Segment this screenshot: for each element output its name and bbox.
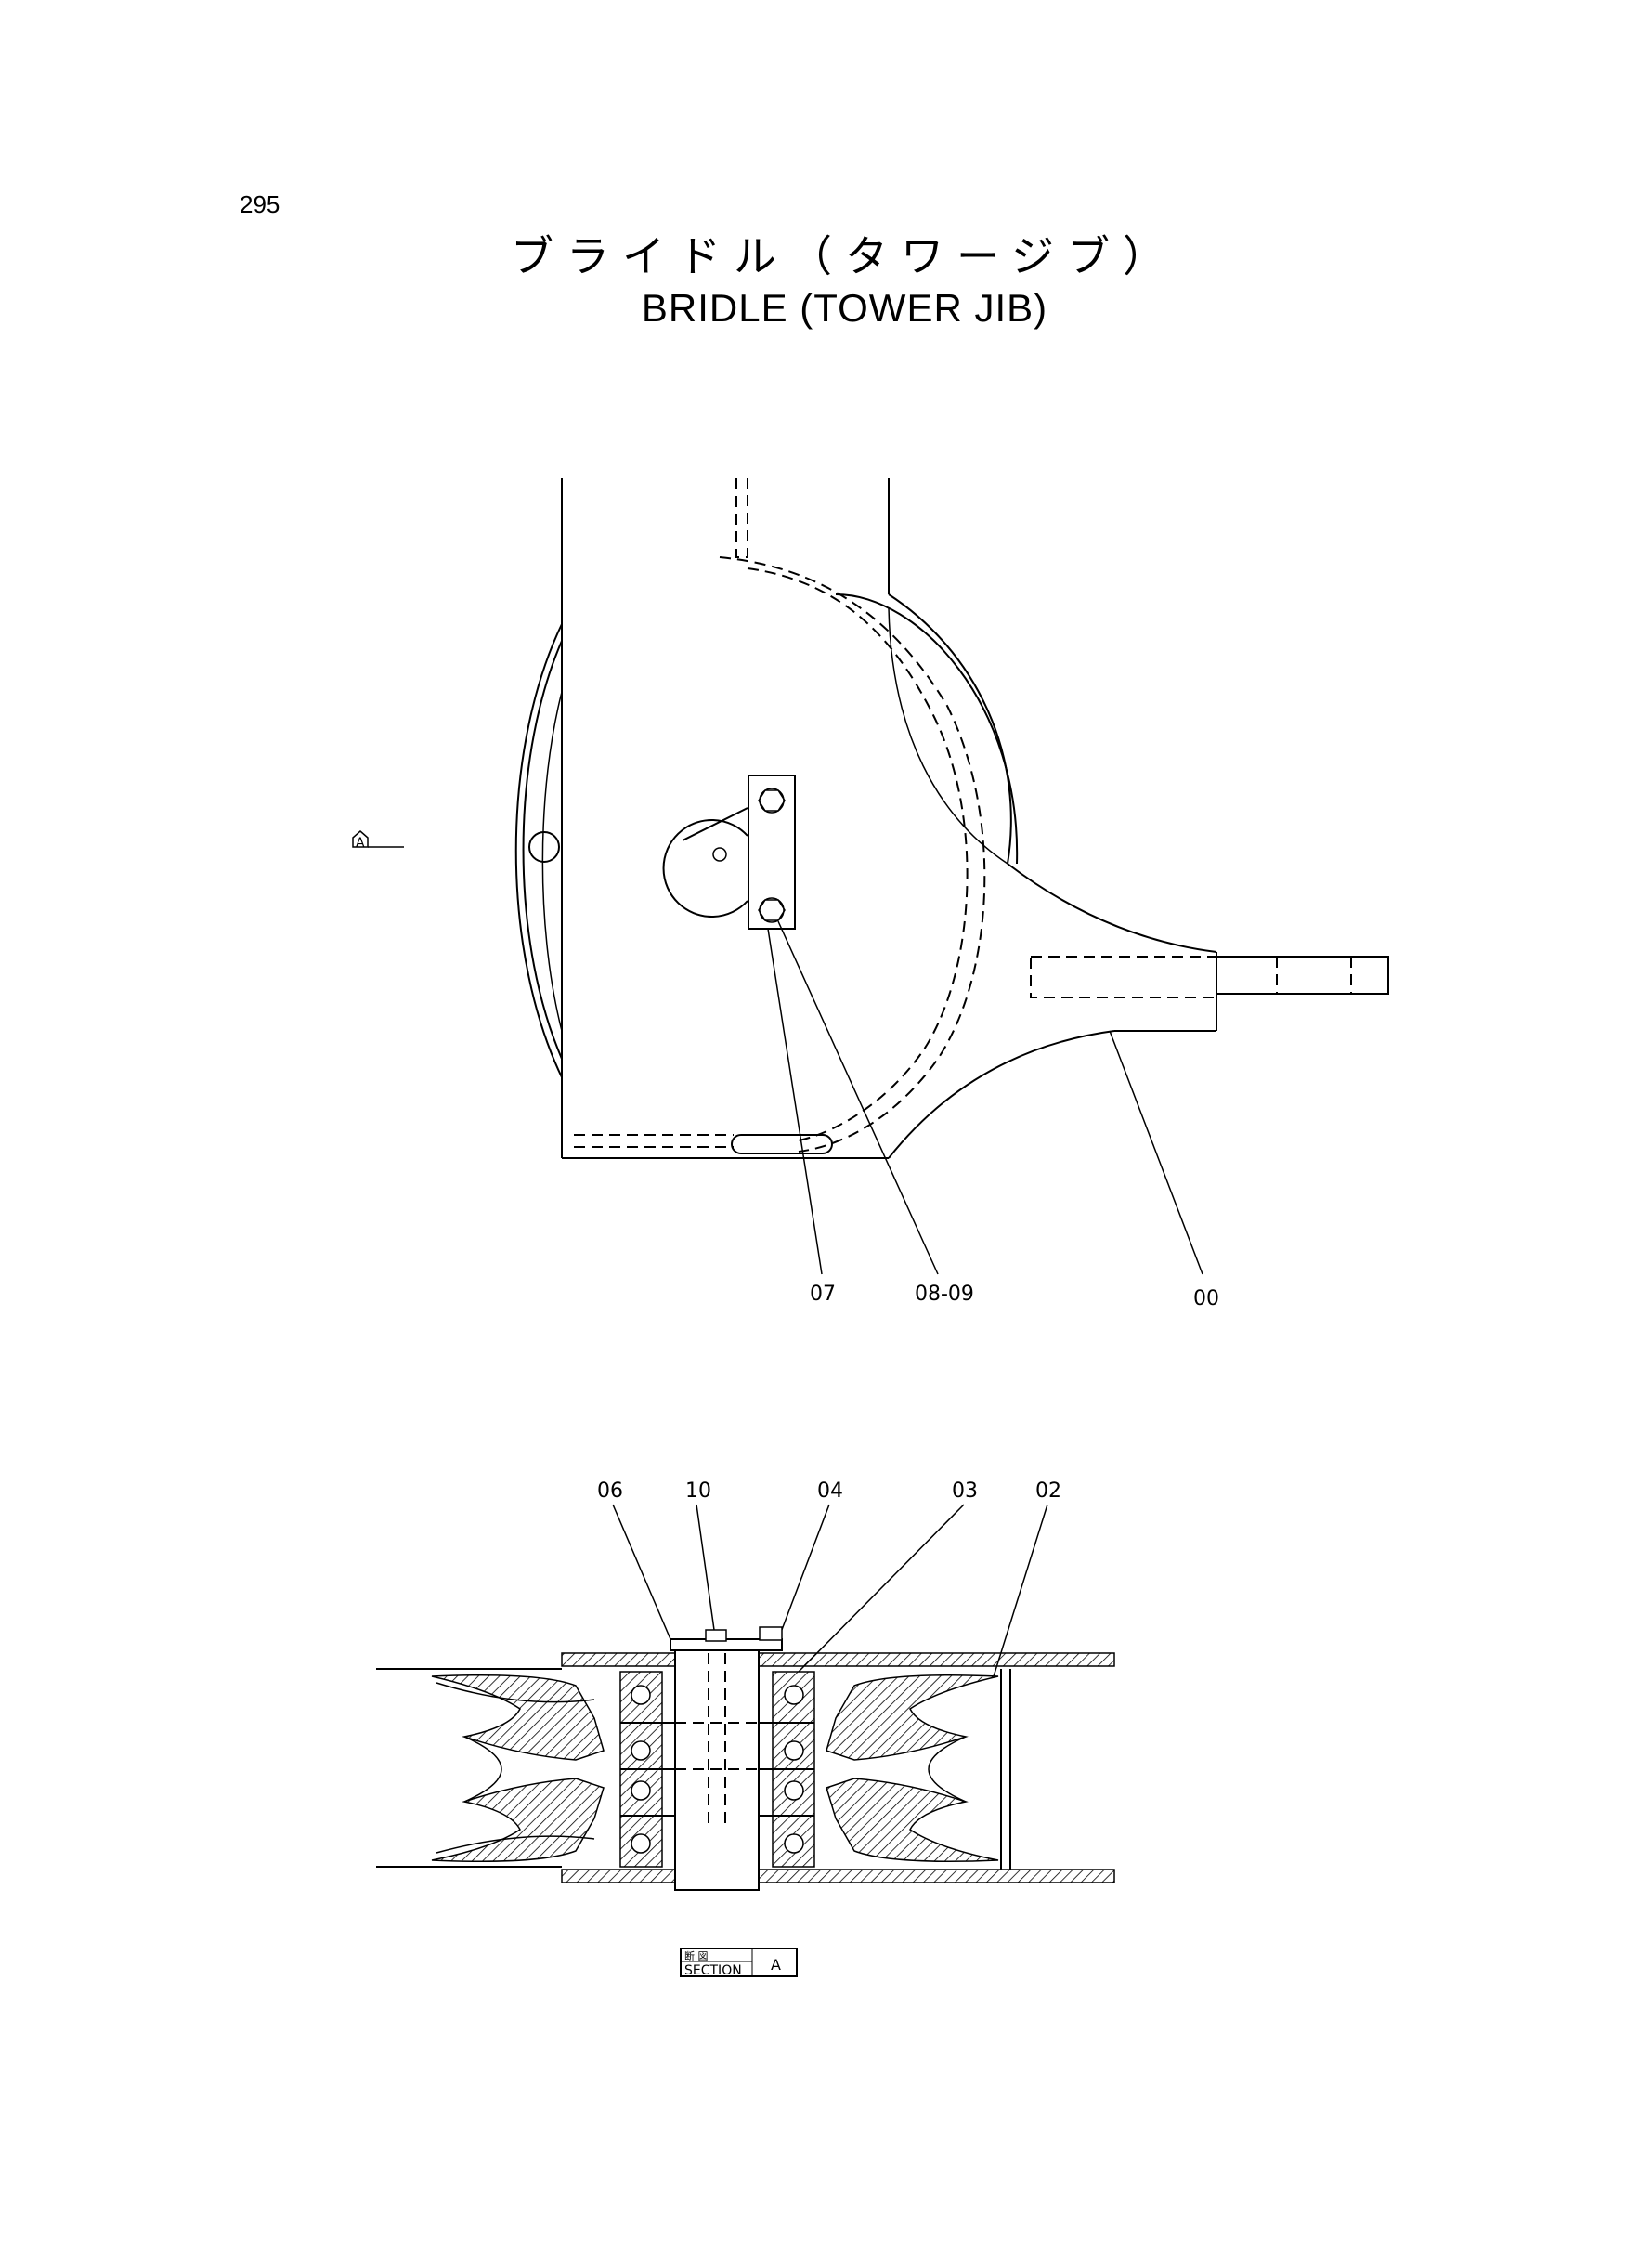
- pin-shaft: [674, 1643, 760, 1891]
- right-web: [928, 1736, 967, 1803]
- leader-04: [779, 1504, 830, 1635]
- callout-04: 04: [817, 1479, 843, 1503]
- right-sheave-lower: [826, 1778, 999, 1862]
- bottom-slot: [731, 1134, 833, 1154]
- title-japanese: ブライドル（タワージブ）: [510, 231, 1179, 281]
- hidden-arc-inner: [747, 567, 969, 1141]
- leader-06: [612, 1504, 671, 1640]
- section-label: 断 図 SECTION A: [680, 1948, 798, 1978]
- tongue-tip: [1216, 956, 1389, 995]
- tongue-upper: [1007, 863, 1217, 953]
- tongue-lower: [888, 1030, 1115, 1159]
- svg-text:A: A: [356, 836, 365, 851]
- bolt-upper: [758, 788, 786, 814]
- inner-arc: [888, 607, 1008, 865]
- bridle-side-view: A: [352, 478, 1389, 1275]
- leader-08-09: [777, 920, 939, 1275]
- leader-07: [767, 928, 823, 1275]
- sheave-circle-right: [888, 593, 1012, 865]
- pin-boss-top: [682, 807, 748, 841]
- pin-boss: [662, 819, 748, 918]
- sheave-circle-outer: [835, 593, 1019, 865]
- leader-10: [696, 1504, 716, 1637]
- bottom-plate-hatched: [561, 1869, 1115, 1883]
- sheave-rim-outer: [514, 623, 563, 1078]
- left-sheave-lower: [431, 1778, 605, 1862]
- hidden-upper-channel: [735, 478, 748, 558]
- bolt-head-04: [759, 1626, 783, 1641]
- tongue-hidden-slot: [1030, 956, 1217, 998]
- leader-03: [798, 1504, 965, 1673]
- left-sheave-upper: [431, 1674, 605, 1761]
- leader-02: [993, 1504, 1048, 1677]
- callout-03: 03: [952, 1479, 978, 1503]
- sheave-rim-inner: [522, 640, 563, 1060]
- bearing-balls: [631, 1685, 804, 1854]
- bolt-lower: [758, 897, 786, 923]
- sheave-hub-hole: [528, 831, 560, 863]
- callout-07: 07: [810, 1283, 836, 1306]
- bolt-head-10: [705, 1629, 727, 1642]
- right-sheave-upper: [826, 1674, 999, 1761]
- page-number: 295: [240, 190, 280, 218]
- callout-10: 10: [685, 1479, 711, 1503]
- section-marker-a: A: [352, 830, 404, 851]
- callout-00: 00: [1193, 1287, 1219, 1310]
- title-english: BRIDLE (TOWER JIB): [641, 286, 1048, 330]
- svg-text:断 図: 断 図: [684, 1949, 709, 1962]
- lock-plate: [748, 775, 796, 930]
- svg-text:A: A: [771, 1956, 781, 1974]
- svg-text:SECTION: SECTION: [684, 1963, 742, 1978]
- hidden-arc: [719, 556, 986, 1153]
- left-web: [463, 1736, 502, 1803]
- pin-center: [712, 847, 727, 862]
- callout-02: 02: [1035, 1479, 1061, 1503]
- left-groove-arc-2: [436, 1835, 595, 1854]
- callout-08-09: 08-09: [915, 1283, 974, 1306]
- section-a-view: [376, 1504, 1115, 1891]
- callout-06: 06: [597, 1479, 623, 1503]
- top-plate-hatched: [561, 1652, 1115, 1667]
- leader-00: [1109, 1030, 1203, 1275]
- left-groove-arc-1: [436, 1682, 595, 1703]
